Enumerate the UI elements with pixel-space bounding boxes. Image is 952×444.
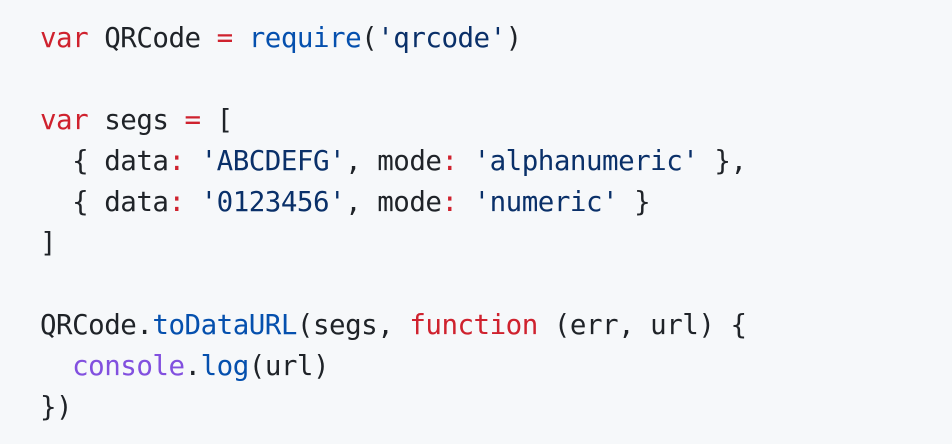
code-text: ( [361, 22, 378, 54]
code-keyword: : [168, 145, 185, 177]
code-line: { data: 'ABCDEFG', mode: 'alphanumeric' … [40, 141, 952, 182]
code-line: ] [40, 223, 952, 264]
code-text: (err, url) { [537, 309, 747, 341]
code-line: var QRCode = require('qrcode') [40, 18, 952, 59]
code-keyword: var [40, 104, 89, 136]
code-text [185, 186, 201, 218]
code-string: 'numeric' [473, 186, 619, 218]
code-line: console.log(url) [40, 346, 952, 387]
code-string: 'qrcode' [377, 22, 506, 54]
code-keyword: : [168, 186, 185, 218]
code-keyword: var [40, 22, 89, 54]
code-text: (segs, [296, 309, 410, 341]
code-text: QRCode [88, 22, 217, 54]
code-text [233, 22, 249, 54]
code-text: , mode [345, 186, 442, 218]
code-keyword: = [184, 104, 202, 136]
code-keyword: : [441, 186, 458, 218]
code-function: toDataURL [152, 309, 297, 341]
code-text: , mode [345, 145, 442, 177]
code-builtin: console [72, 350, 185, 382]
code-text: [ [200, 104, 234, 136]
code-text [40, 350, 72, 382]
code-line: var segs = [ [40, 100, 952, 141]
code-keyword: : [441, 145, 458, 177]
code-line [40, 264, 952, 305]
code-text [185, 145, 201, 177]
code-function: require [248, 22, 362, 54]
code-text: ) [505, 22, 523, 54]
code-keyword: function [409, 309, 538, 341]
code-text: { data [40, 145, 169, 177]
code-line: { data: '0123456', mode: 'numeric' } [40, 182, 952, 223]
code-text: { data [40, 186, 169, 218]
code-line: QRCode.toDataURL(segs, function (err, ur… [40, 305, 952, 346]
code-function: log [200, 350, 250, 382]
code-text: }, [698, 145, 747, 177]
code-text [458, 186, 474, 218]
code-keyword: = [216, 22, 234, 54]
code-text [458, 145, 474, 177]
code-text: QRCode. [40, 309, 153, 341]
code-string: 'alphanumeric' [473, 145, 699, 177]
code-line: }) [40, 387, 952, 428]
code-text: }) [40, 391, 73, 423]
code-string: 'ABCDEFG' [200, 145, 346, 177]
code-text: segs [88, 104, 185, 136]
code-text: ] [40, 227, 57, 259]
code-text: . [184, 350, 202, 382]
code-text: (url) [248, 350, 330, 382]
code-string: '0123456' [200, 186, 346, 218]
code-line [40, 59, 952, 100]
code-text: } [618, 186, 651, 218]
